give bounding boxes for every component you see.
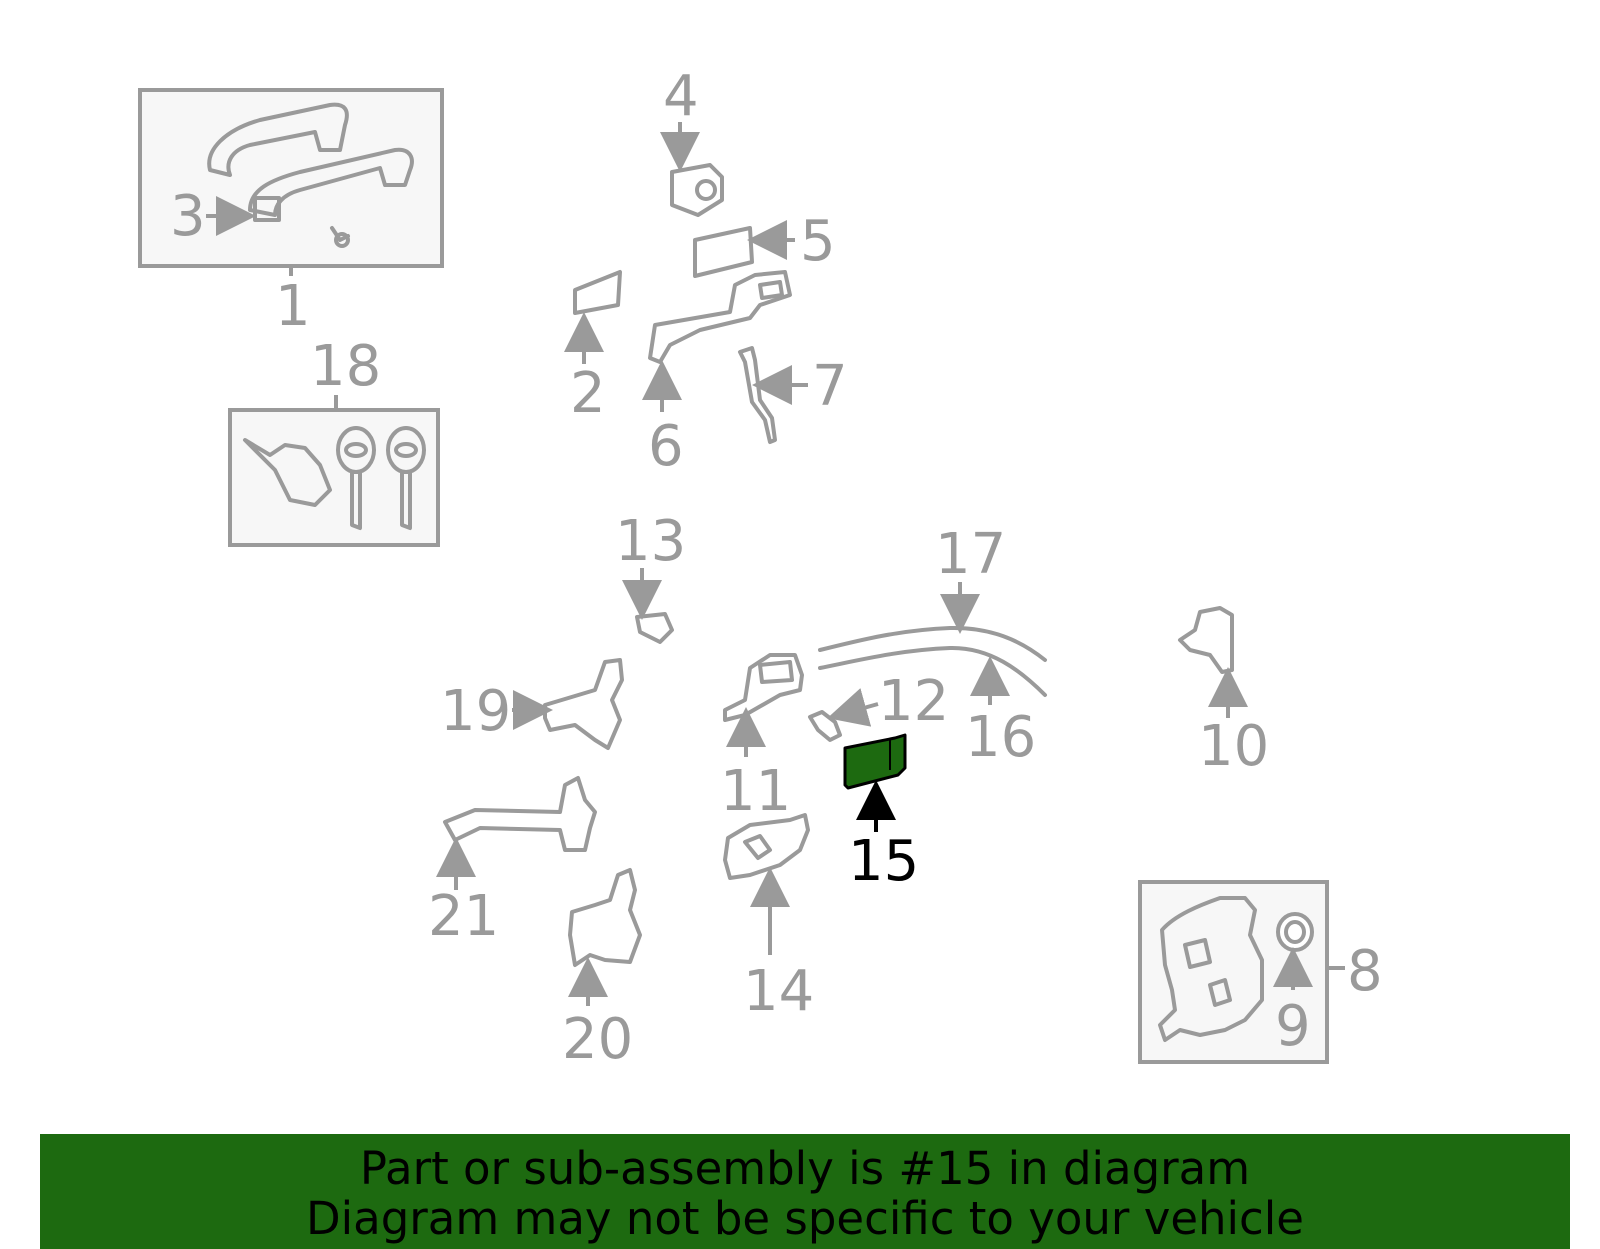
part-15-highlighted-component[interactable]	[843, 733, 907, 832]
part-8-lock-assembly[interactable]	[1138, 880, 1345, 1064]
part-9-grommet[interactable]	[1273, 912, 1314, 990]
part-6-handle-frame[interactable]	[642, 270, 792, 412]
part-4-cap[interactable]	[660, 122, 724, 217]
callout-18: 18	[310, 334, 381, 399]
part-1-outside-handle-assembly[interactable]	[138, 88, 444, 276]
info-banner: Part or sub-assembly is #15 in diagram D…	[40, 1134, 1570, 1249]
callout-4: 4	[663, 64, 699, 129]
callout-17: 17	[935, 522, 1006, 587]
callout-11: 11	[720, 759, 791, 824]
part-21-door-check[interactable]	[436, 776, 597, 890]
part-11-inside-handle[interactable]	[723, 653, 804, 757]
callout-15: 15	[848, 829, 919, 894]
callout-19: 19	[440, 679, 511, 744]
callout-12: 12	[878, 669, 949, 734]
callout-5: 5	[800, 209, 836, 274]
callout-14: 14	[743, 959, 814, 1024]
part-16-cable-lower[interactable]	[818, 645, 1047, 705]
callout-10: 10	[1198, 714, 1269, 779]
part-10-striker[interactable]	[1178, 606, 1248, 718]
callout-7: 7	[812, 354, 848, 419]
part-20-bracket[interactable]	[568, 868, 642, 1006]
callout-6: 6	[648, 414, 684, 479]
callout-2: 2	[570, 361, 606, 426]
callout-16: 16	[965, 705, 1036, 770]
part-12-screw[interactable]	[808, 688, 879, 742]
part-2-pad[interactable]	[564, 270, 622, 364]
callout-21: 21	[428, 884, 499, 949]
banner-line-2: Diagram may not be specific to your vehi…	[306, 1192, 1304, 1245]
callout-13: 13	[615, 509, 686, 574]
callout-1: 1	[275, 274, 311, 339]
callout-9: 9	[1275, 994, 1311, 1059]
part-7-rod[interactable]	[738, 346, 808, 444]
part-14-bezel[interactable]	[723, 813, 810, 955]
part-17-cable-upper[interactable]	[818, 582, 1047, 662]
part-18-lock-cylinder-key-set[interactable]	[228, 395, 440, 547]
part-5-pad[interactable]	[693, 220, 795, 278]
callout-20: 20	[562, 1007, 633, 1072]
part-19-bracket[interactable]	[512, 658, 624, 750]
banner-line-1: Part or sub-assembly is #15 in diagram	[359, 1142, 1251, 1195]
part-13-clip[interactable]	[622, 568, 674, 644]
callout-3: 3	[170, 184, 206, 249]
callout-8: 8	[1347, 939, 1383, 1004]
